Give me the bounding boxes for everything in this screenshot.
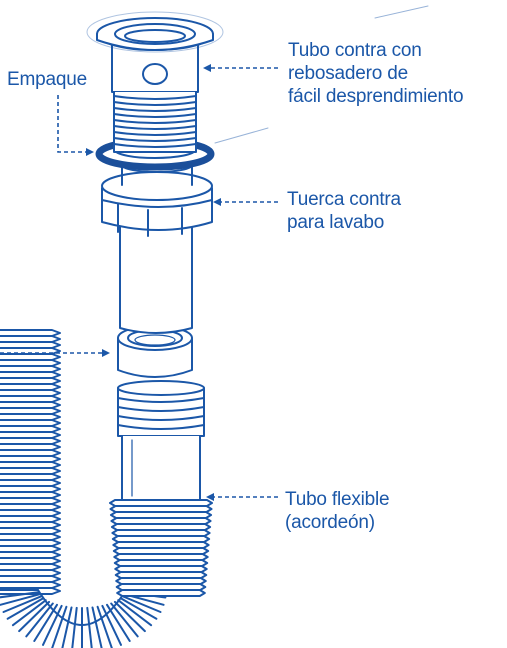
hose-fold <box>11 599 47 627</box>
hose-fold <box>120 597 158 620</box>
hose-fold <box>122 595 162 613</box>
hose-fold <box>25 602 54 638</box>
label-empaque: Empaque <box>7 69 87 90</box>
hose-fold <box>51 605 68 648</box>
thread-line <box>113 131 197 136</box>
hose-fold <box>61 606 73 648</box>
hose-fold <box>42 604 63 646</box>
thread-line <box>113 95 197 100</box>
hose-bottom-bend <box>0 589 167 648</box>
hose-coupling <box>117 380 205 501</box>
thread-line <box>113 143 197 148</box>
hose-fold <box>2 595 42 613</box>
hose-fold <box>101 604 122 646</box>
label-line: (acordeón) <box>285 512 375 533</box>
hose-right-ribs <box>109 499 213 597</box>
hose-fold <box>6 597 44 620</box>
label-line: fácil desprendimiento <box>288 86 464 107</box>
flexible-hose-part <box>0 329 213 648</box>
hose-fold <box>71 606 78 648</box>
label-line: Tubo contra con <box>288 40 422 61</box>
hose-inner-curve <box>37 589 127 626</box>
thread-line <box>113 125 197 130</box>
label-tuerca: Tuerca contra para lavabo <box>287 188 401 234</box>
hose-fold <box>110 602 139 638</box>
sink-nut-part <box>101 157 213 334</box>
label-tubo-contra: Tubo contra con rebosadero de fácil desp… <box>288 39 464 108</box>
label-line: Tubo flexible <box>285 489 390 510</box>
hose-fold <box>86 606 93 648</box>
drain-body-part <box>86 11 224 153</box>
thread-line <box>113 113 197 118</box>
hose-fold <box>96 605 113 648</box>
decor-line <box>374 5 429 19</box>
thread-line <box>113 119 197 124</box>
label-tubo-flexible: Tubo flexible (acordeón) <box>285 488 390 534</box>
hose-fold <box>0 591 40 599</box>
hose-fold <box>113 600 146 633</box>
hose-fold <box>0 593 41 606</box>
hose-rib <box>116 589 206 597</box>
label-line: para lavabo <box>287 212 385 233</box>
drain-threads <box>113 95 197 148</box>
hose-fold <box>91 606 103 648</box>
label-line: rebosadero de <box>288 63 408 84</box>
hose-fold <box>18 600 51 633</box>
thread-line <box>113 137 197 142</box>
thread-line <box>113 101 197 106</box>
decor-line <box>214 127 269 144</box>
leader-empaque <box>57 95 94 156</box>
hose-fold <box>117 599 153 627</box>
thread-line <box>113 107 197 112</box>
hose-left-ribs <box>0 329 61 595</box>
label-line: Tuerca contra <box>287 189 401 210</box>
